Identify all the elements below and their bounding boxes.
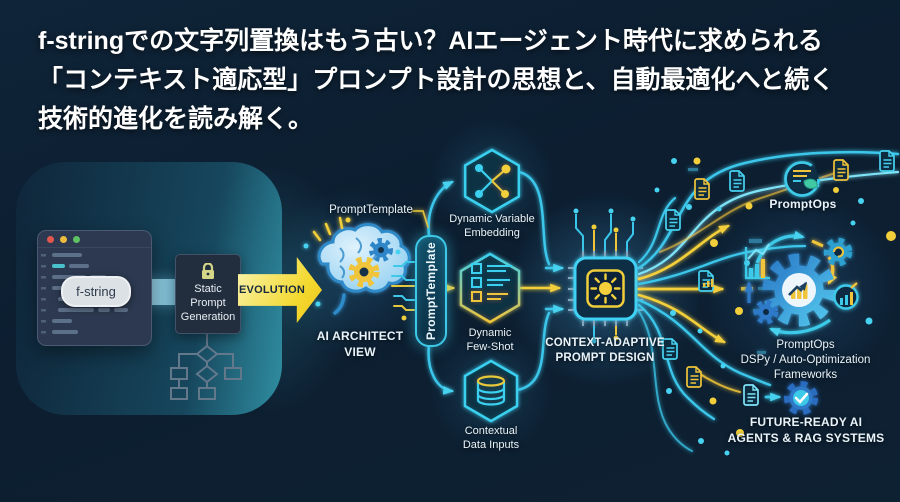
fanout-dots [654,157,896,456]
leaf-icon [803,178,818,189]
chip-icon [568,251,643,326]
window-maximize-icon [73,235,80,243]
promptops-label: PromptOps [769,197,837,211]
flowchart-icon [170,332,242,400]
database-hexagon [463,359,519,423]
sparkle-icon [312,216,344,242]
architect-label: AI ARCHITECT VIEW [316,329,404,359]
molecule-icon [475,164,511,198]
growth-chart-icon [788,281,808,299]
page-title: f-stringでの文字列置換はもう古い？AIエージェント時代に求められる 「コ… [38,27,835,133]
gear-icon [348,256,380,288]
mini-bar-chart-icon [744,243,770,280]
core-label: CONTEXT-ADAPTIVE PROMPT DESIGN [545,337,665,364]
future-label: FUTURE-READY AI AGENTS & RAG SYSTEMS [727,415,885,445]
evolution-label: EVOLUTION [239,284,305,296]
fanout-docs [662,150,895,406]
window-close-icon [47,235,54,243]
molecule-hexagon [463,148,521,214]
window-titlebar [38,231,151,248]
metric-circle-icon [833,282,859,310]
fewshot-label: Dynamic Few-Shot [466,327,514,354]
output-icons [744,161,859,415]
checkmark-icon [794,392,809,404]
contextual-label: Contextual Data Inputs [462,425,520,452]
small-gear-icon [823,237,853,267]
prompt-template-bar: PromptTemplate [415,235,447,347]
checklist-icon [471,263,512,302]
static-prompt-label: Static Prompt Generation [180,283,236,323]
input-nodes [459,148,521,423]
report-bars-icon [703,279,714,287]
template-callout-label: PromptTemplate [329,204,413,216]
prompt-template-bar-label: PromptTemplate [424,242,438,340]
database-icon [476,375,506,406]
fstring-label: f-string [61,276,131,307]
promptops-cycle-icon [784,161,820,197]
gear-icon [369,238,393,262]
window-minimize-icon [60,235,67,243]
lock-icon [202,263,214,280]
auto-optimization-gear-icon [744,230,859,337]
fewshot-hexagon [459,252,521,324]
future-gear-check-icon [784,381,818,415]
brain-icon [303,216,411,315]
static-prompt-box: Static Prompt Generation [175,254,241,334]
input-connectors [412,170,565,395]
frameworks-label: PromptOps DSPy / Auto-Optimization Frame… [740,339,871,381]
variable-embedding-label: Dynamic Variable Embedding [449,213,535,240]
signal-streaks [391,249,416,321]
circuit-traces [573,208,636,344]
small-gear-icon [753,299,779,325]
